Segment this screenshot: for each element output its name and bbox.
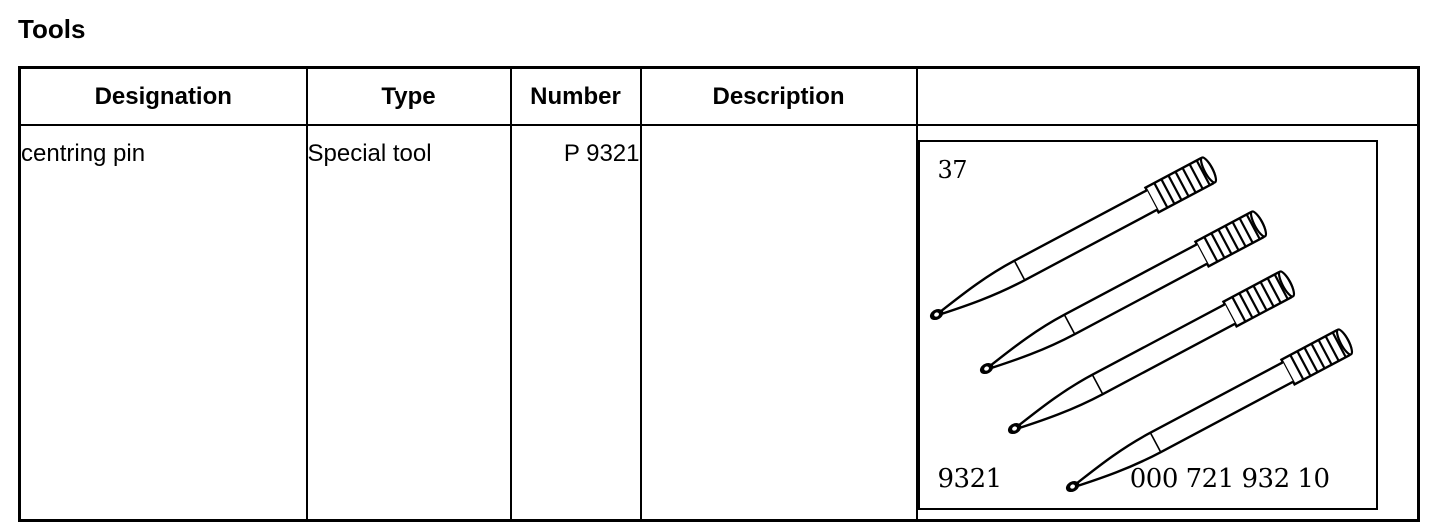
header-illustration xyxy=(915,66,1420,126)
cell-number: P 9321 xyxy=(509,124,642,522)
illustration-tool-number: 9321 xyxy=(937,464,1003,494)
cell-designation: centring pin xyxy=(18,124,308,522)
header-number: Number xyxy=(509,66,642,126)
cell-illustration: 37 xyxy=(915,124,1420,522)
header-designation: Designation xyxy=(18,66,308,126)
header-description: Description xyxy=(639,66,918,126)
illustration-part-number: 000 721 932 10 xyxy=(1129,464,1330,494)
table-header-row: Designation Type Number Description xyxy=(18,66,1420,126)
illustration-ref-number: 37 xyxy=(937,156,968,184)
page-heading: Tools xyxy=(18,14,86,44)
header-type: Type xyxy=(305,66,512,126)
cell-description xyxy=(639,124,918,522)
cell-type: Special tool xyxy=(305,124,512,522)
centring-pin-illustration-icon xyxy=(922,154,1356,504)
tool-illustration: 37 xyxy=(917,140,1378,510)
table-row: centring pin Special tool P 9321 37 xyxy=(18,124,1420,522)
tools-table: Designation Type Number Description cent… xyxy=(18,66,1420,522)
